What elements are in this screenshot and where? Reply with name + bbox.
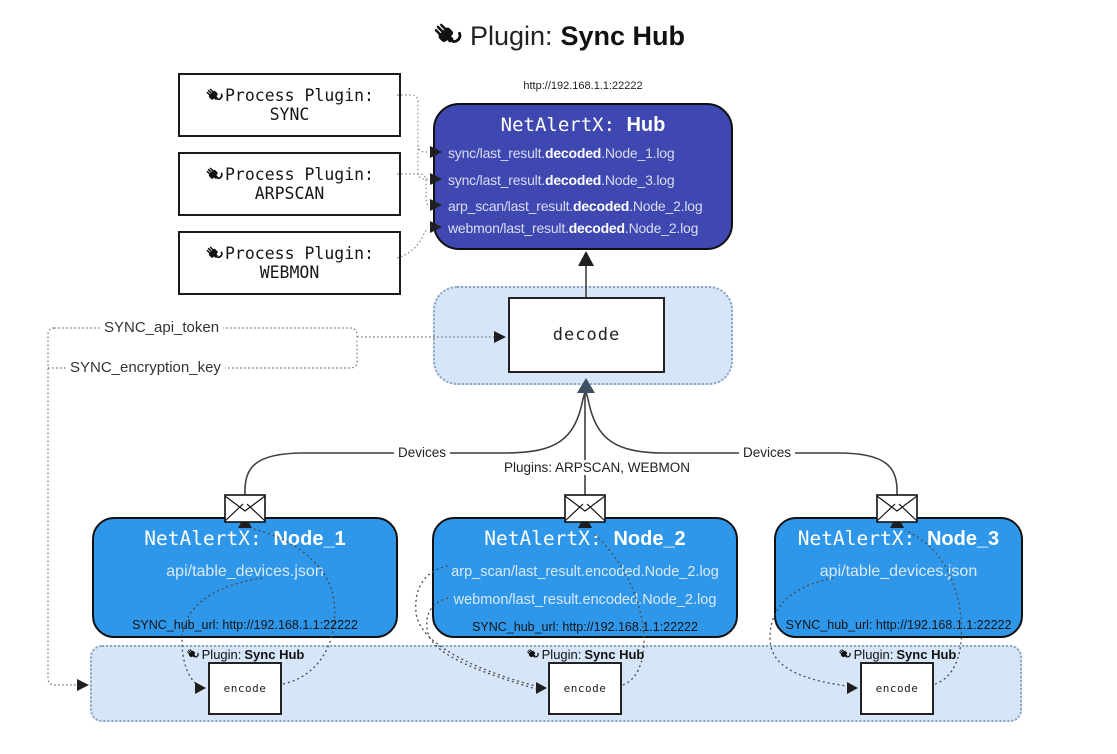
page-title: Plugin: Sync Hub	[0, 16, 1117, 56]
process-plugin-name: ARPSCAN	[254, 184, 325, 203]
hub-box: NetAlertX: Hub sync/last_result.decoded.…	[433, 103, 733, 250]
encode-plugin-label: Plugin: Sync Hub	[510, 647, 660, 662]
hub-file-line: sync/last_result.decoded.Node_1.log	[448, 145, 675, 161]
plug-icon	[205, 87, 223, 105]
hub-file-line: sync/last_result.decoded.Node_3.log	[448, 172, 675, 188]
hub-title-prefix: NetAlertX:	[500, 114, 627, 136]
process-plugin-name: SYNC	[269, 105, 310, 124]
encode-box: encode	[860, 662, 934, 715]
encode-plugin-label: Plugin: Sync Hub	[822, 647, 972, 662]
node-box-node-2: NetAlertX: Node_2 arp_scan/last_result.e…	[432, 517, 738, 638]
node-title: NetAlertX: Node_2	[484, 527, 686, 550]
hub-title: NetAlertX: Hub	[435, 114, 731, 137]
process-plugin-label: Process Plugin:	[224, 165, 374, 184]
decode-box: decode	[508, 297, 665, 373]
encode-box: encode	[548, 662, 622, 715]
hub-file-line: webmon/last_result.decoded.Node_2.log	[448, 220, 699, 236]
plug-icon	[432, 21, 462, 51]
node-title: NetAlertX: Node_1	[144, 527, 346, 550]
edge-label-devices-right: Devices	[739, 445, 796, 460]
node-file: api/table_devices.json	[166, 563, 324, 580]
plug-icon	[205, 245, 223, 263]
edge-label-devices-left: Devices	[394, 445, 451, 460]
plug-icon	[526, 648, 539, 661]
sync-api-token-label: SYNC_api_token	[100, 319, 224, 336]
page-title-name: Sync Hub	[560, 20, 686, 51]
node-file: arp_scan/last_result.encoded.Node_2.log	[451, 564, 719, 580]
node-hub-url: SYNC_hub_url: http://192.168.1.1:22222	[472, 620, 698, 634]
node-file: api/table_devices.json	[819, 563, 978, 580]
node-box-node-3: NetAlertX: Node_3 api/table_devices.json…	[774, 517, 1023, 638]
arrowhead-icon	[77, 679, 89, 691]
process-plugin-box-arpscan: Process Plugin: ARPSCAN	[178, 152, 401, 216]
node-title: NetAlertX: Node_3	[797, 527, 1000, 550]
arrowhead-icon	[578, 251, 594, 266]
plug-icon	[186, 648, 199, 661]
page-title-prefix: Plugin:	[469, 20, 553, 51]
hub-title-name: Hub	[626, 114, 666, 136]
node-file: webmon/last_result.encoded.Node_2.log	[453, 592, 717, 608]
encode-box: encode	[208, 662, 282, 715]
plug-icon	[205, 166, 223, 184]
plug-icon	[838, 648, 851, 661]
nodes-to-decode-connectors	[244, 378, 898, 496]
process-plugin-name: WEBMON	[259, 263, 320, 282]
process-plugin-label: Process Plugin:	[224, 86, 374, 105]
hub-url: http://192.168.1.1:22222	[523, 80, 643, 92]
process-plugin-label: Process Plugin:	[224, 244, 374, 263]
edge-label-plugins-center: Plugins: ARPSCAN, WEBMON	[500, 460, 695, 475]
process-plugin-box-webmon: Process Plugin: WEBMON	[178, 231, 401, 295]
sync-encryption-key-label: SYNC_encryption_key	[66, 359, 225, 376]
node-box-node-1: NetAlertX: Node_1 api/table_devices.json…	[92, 517, 398, 638]
encode-plugin-label: Plugin: Sync Hub	[170, 647, 320, 662]
hub-file-line: arp_scan/last_result.decoded.Node_2.log	[448, 198, 703, 214]
process-plugin-box-sync: Process Plugin: SYNC	[178, 73, 401, 137]
node-hub-url: SYNC_hub_url: http://192.168.1.1:22222	[132, 618, 358, 632]
node-hub-url: SYNC_hub_url: http://192.168.1.1:22222	[785, 618, 1012, 632]
